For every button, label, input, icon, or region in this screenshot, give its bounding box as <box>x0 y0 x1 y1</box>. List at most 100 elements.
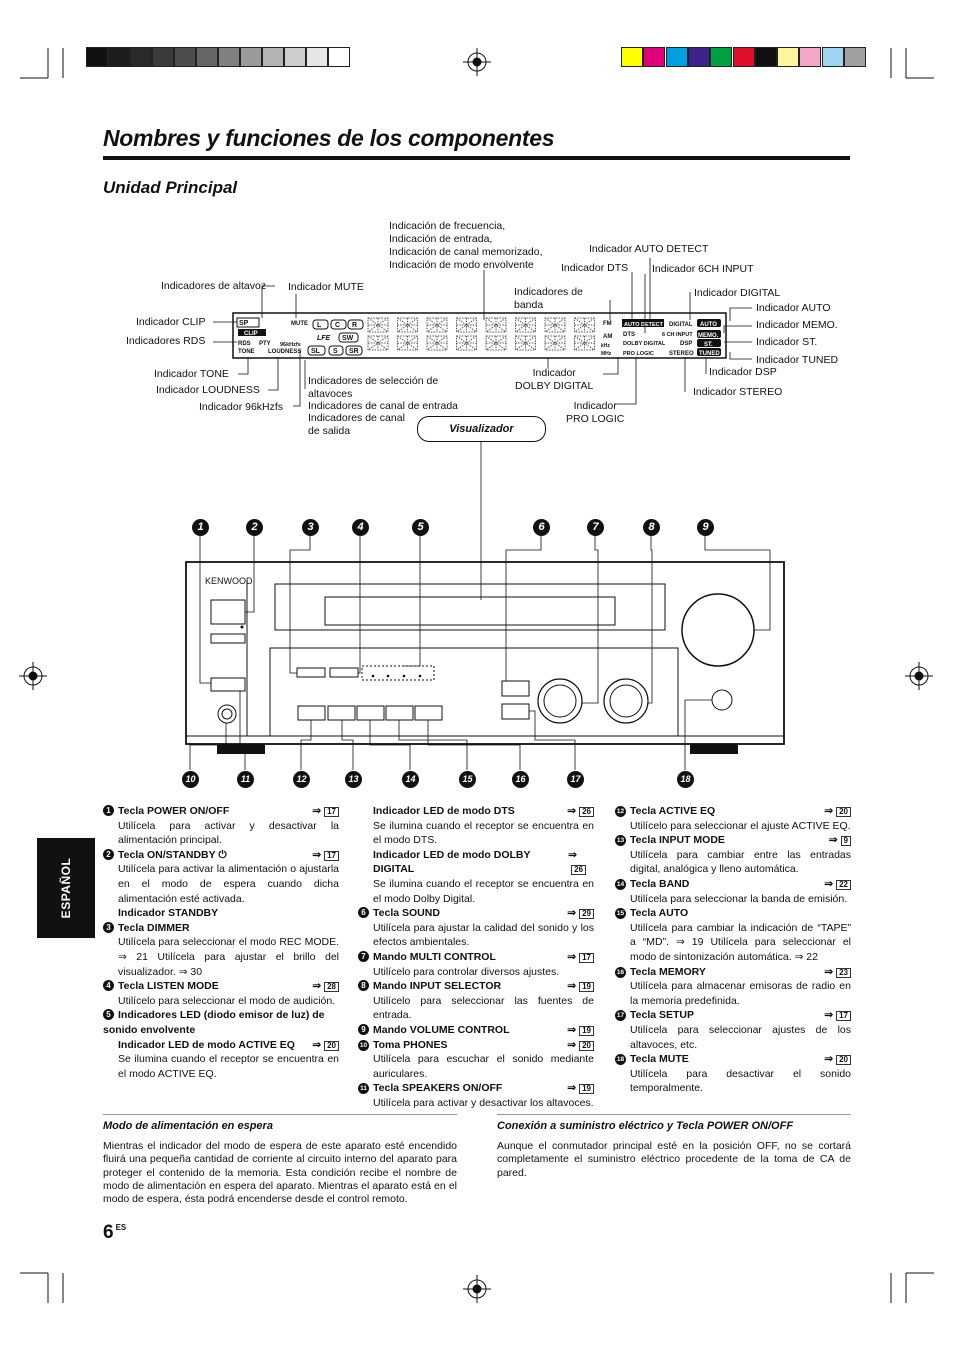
power-text: Aunque el conmutador principal esté en l… <box>497 1140 851 1179</box>
label-auto: Indicador AUTO <box>756 302 831 314</box>
component-name: Toma PHONES <box>373 1038 448 1051</box>
svg-text:STEREO: STEREO <box>669 351 694 357</box>
component-name: Mando VOLUME CONTROL <box>373 1023 510 1036</box>
callout-2: 2 <box>246 519 263 536</box>
display-character <box>397 335 418 351</box>
label-auto-detect: Indicador AUTO DETECT <box>589 243 709 255</box>
label-digital: Indicador DIGITAL <box>694 287 781 299</box>
display-character <box>426 335 448 351</box>
callout-17: 17 <box>567 771 584 788</box>
component-description: Utilícela para cambiar entre las entrada… <box>630 848 851 876</box>
page-reference: ⇒17 <box>567 950 594 965</box>
label-memo: Indicador MEMO. <box>756 319 838 331</box>
label-tuned: Indicador TUNED <box>756 354 839 366</box>
svg-text:L: L <box>317 322 322 329</box>
label-6ch: Indicador 6CH INPUT <box>652 263 754 275</box>
svg-text:PRO LOGIC: PRO LOGIC <box>623 351 654 357</box>
component-description: Utilícelo para controlar diversos ajuste… <box>373 965 560 978</box>
display-character <box>574 335 595 351</box>
component-description: Se ilumina cuando el receptor se encuent… <box>118 1053 339 1080</box>
label-st: Indicador ST. <box>756 336 818 348</box>
display-character <box>426 317 448 333</box>
callout-11: 11 <box>237 771 254 788</box>
color-swatch <box>732 47 755 67</box>
color-swatch <box>799 47 822 67</box>
display-label: Visualizador <box>417 416 546 442</box>
callout-3: 3 <box>302 519 319 536</box>
standby-text: Mientras el indicador del modo de espera… <box>103 1140 457 1206</box>
component-description: Utilícela para seleccionar el modo REC M… <box>118 936 339 978</box>
label-input-channel: Indicadores de canal de entrada <box>308 400 459 412</box>
svg-text:DOLBY DIGITAL: DOLBY DIGITAL <box>623 341 666 347</box>
component-name: Tecla INPUT MODE <box>630 834 725 847</box>
component-description: Utilícela para activar la alimentación o… <box>118 863 339 905</box>
svg-text:RDS: RDS <box>238 341 251 347</box>
callout-15: 15 <box>459 771 476 788</box>
label-mute: Indicador MUTE <box>288 281 364 293</box>
page-reference: ⇒17 <box>312 848 339 863</box>
display-character <box>544 317 566 333</box>
page-reference: ⇒20 <box>824 1052 851 1067</box>
display-character <box>515 335 536 351</box>
component-name: Indicador LED de modo DTS <box>373 805 515 817</box>
page-reference: ⇒28 <box>312 979 339 994</box>
svg-text:6 CH INPUT: 6 CH INPUT <box>662 332 693 338</box>
svg-text:DIGITAL: DIGITAL <box>669 322 693 328</box>
power-heading: Conexión a suministro eléctrico y Tecla … <box>497 1120 794 1132</box>
label-stereo: Indicador STEREO <box>693 386 783 398</box>
svg-text:LFE: LFE <box>317 335 331 342</box>
display-character <box>485 335 507 351</box>
color-swatch <box>710 47 733 67</box>
display-character <box>485 317 507 333</box>
component-name: Tecla AUTO <box>630 907 689 920</box>
gray-swatch <box>152 47 174 67</box>
gray-swatch <box>262 47 284 67</box>
receiver-body <box>185 561 785 745</box>
gray-swatch <box>284 47 306 67</box>
callout-9: 9 <box>697 519 714 536</box>
display-character <box>456 317 477 333</box>
display-character <box>456 335 477 351</box>
display-character <box>367 335 389 351</box>
display-character <box>574 317 595 333</box>
component-description: Utilícela para activar y desactivar la a… <box>118 819 339 847</box>
svg-text:SL: SL <box>311 348 321 355</box>
standby-heading: Modo de alimentación en espera <box>103 1120 273 1132</box>
color-swatch <box>754 47 777 67</box>
callout-16: 16 <box>512 771 529 788</box>
svg-text:MHz: MHz <box>601 351 612 357</box>
component-name: Tecla ACTIVE EQ <box>630 805 716 817</box>
callout-4: 4 <box>352 519 369 536</box>
component-name: Tecla POWER ON/OFF <box>118 805 230 817</box>
callout-6: 6 <box>533 519 550 536</box>
label-speakers: Indicadores de altavoz <box>161 280 267 292</box>
component-name: Tecla SPEAKERS ON/OFF <box>373 1082 503 1095</box>
title-rule <box>103 156 850 160</box>
svg-text:FM: FM <box>603 321 612 327</box>
color-swatch <box>687 47 710 67</box>
label-96khz: Indicador 96kHzfs <box>199 401 284 413</box>
page-reference: ⇒26 <box>567 804 594 819</box>
svg-text:SP: SP <box>239 320 249 327</box>
svg-text:MEMO.: MEMO. <box>698 333 719 339</box>
page-reference: ⇒23 <box>824 965 851 980</box>
callout-14: 14 <box>402 771 419 788</box>
callout-10: 10 <box>182 771 199 788</box>
page-reference: ⇒17 <box>312 804 339 819</box>
